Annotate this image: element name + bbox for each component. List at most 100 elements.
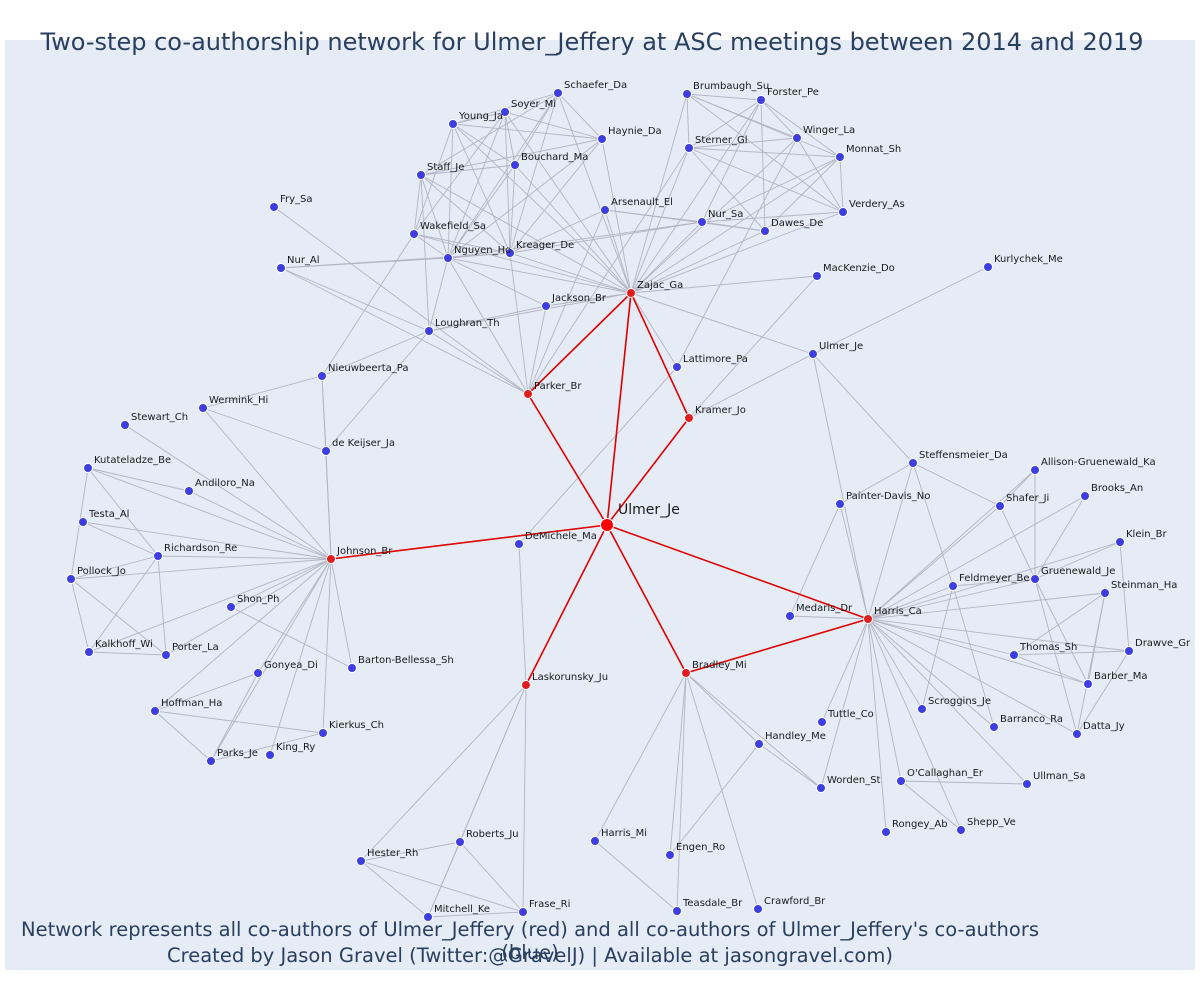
second-degree-node[interactable] (448, 119, 458, 129)
second-degree-node[interactable] (153, 551, 163, 561)
second-degree-node[interactable] (956, 825, 966, 835)
coauthor-node[interactable] (681, 668, 691, 678)
second-degree-node[interactable] (672, 362, 682, 372)
second-degree-node[interactable] (665, 850, 675, 860)
coauthor-node[interactable] (521, 680, 531, 690)
second-degree-node[interactable] (206, 756, 216, 766)
second-degree-node[interactable] (253, 668, 263, 678)
second-degree-node[interactable] (682, 89, 692, 99)
second-degree-node[interactable] (226, 602, 236, 612)
second-degree-node[interactable] (672, 906, 682, 916)
second-degree-node[interactable] (514, 539, 524, 549)
second-degree-node[interactable] (753, 904, 763, 914)
second-degree-node[interactable] (1030, 465, 1040, 475)
second-degree-node[interactable] (881, 827, 891, 837)
second-degree-node[interactable] (697, 217, 707, 227)
second-degree-node[interactable] (908, 458, 918, 468)
second-degree-node[interactable] (808, 349, 818, 359)
second-degree-node[interactable] (835, 152, 845, 162)
second-degree-node[interactable] (785, 611, 795, 621)
second-degree-node[interactable] (989, 722, 999, 732)
node-label: Barton-Bellessa_Sh (358, 655, 454, 666)
second-degree-node[interactable] (1083, 679, 1093, 689)
second-degree-node[interactable] (318, 728, 328, 738)
second-degree-node[interactable] (161, 650, 171, 660)
second-degree-node[interactable] (184, 486, 194, 496)
second-degree-node[interactable] (1022, 779, 1032, 789)
second-degree-node[interactable] (995, 501, 1005, 511)
second-degree-node[interactable] (553, 88, 563, 98)
second-degree-node[interactable] (1009, 650, 1019, 660)
second-degree-node[interactable] (597, 134, 607, 144)
second-degree-node[interactable] (835, 499, 845, 509)
second-degree-node[interactable] (948, 581, 958, 591)
second-degree-node[interactable] (541, 301, 551, 311)
second-degree-node[interactable] (265, 750, 275, 760)
second-degree-node[interactable] (150, 706, 160, 716)
second-degree-node[interactable] (424, 326, 434, 336)
second-degree-node[interactable] (409, 229, 419, 239)
second-degree-node[interactable] (66, 574, 76, 584)
second-degree-node[interactable] (816, 783, 826, 793)
second-degree-node[interactable] (317, 371, 327, 381)
second-degree-node[interactable] (83, 463, 93, 473)
second-degree-node[interactable] (84, 647, 94, 657)
second-degree-node[interactable] (817, 717, 827, 727)
second-degree-node[interactable] (1100, 588, 1110, 598)
second-degree-node[interactable] (812, 271, 822, 281)
node-label: Allison-Gruenewald_Ka (1041, 457, 1156, 468)
second-degree-node[interactable] (321, 446, 331, 456)
node-label: Lattimore_Pa (683, 354, 748, 365)
second-degree-node[interactable] (590, 836, 600, 846)
second-degree-node[interactable] (120, 420, 130, 430)
second-degree-node[interactable] (347, 663, 357, 673)
node-label: Barber_Ma (1094, 671, 1147, 682)
second-degree-node[interactable] (1072, 729, 1082, 739)
second-degree-node[interactable] (1115, 537, 1125, 547)
second-degree-node[interactable] (455, 837, 465, 847)
node-label: Painter-Davis_No (846, 491, 930, 502)
coauthor-node[interactable] (626, 288, 636, 298)
second-degree-node[interactable] (505, 248, 515, 258)
second-degree-node[interactable] (917, 704, 927, 714)
second-degree-node[interactable] (896, 776, 906, 786)
second-degree-node[interactable] (684, 143, 694, 153)
second-degree-node[interactable] (1124, 646, 1134, 656)
coauthor-node[interactable] (863, 614, 873, 624)
second-degree-node[interactable] (423, 912, 433, 922)
second-degree-node[interactable] (792, 133, 802, 143)
second-degree-node[interactable] (356, 856, 366, 866)
second-degree-node[interactable] (510, 160, 520, 170)
second-degree-node[interactable] (756, 95, 766, 105)
second-degree-node[interactable] (760, 226, 770, 236)
network-edge (867, 469, 1036, 620)
second-degree-node[interactable] (416, 170, 426, 180)
second-degree-node[interactable] (276, 263, 286, 273)
second-degree-node[interactable] (518, 907, 528, 917)
second-degree-node[interactable] (983, 262, 993, 272)
second-degree-node[interactable] (1080, 491, 1090, 501)
node-label: Fry_Sa (280, 194, 313, 205)
second-degree-node[interactable] (198, 403, 208, 413)
second-degree-node[interactable] (1030, 574, 1040, 584)
coauthor-node[interactable] (523, 389, 533, 399)
second-degree-node[interactable] (600, 205, 610, 215)
network-edge (509, 221, 703, 254)
second-degree-node[interactable] (754, 739, 764, 749)
network-edge (900, 780, 1028, 785)
second-degree-node[interactable] (838, 207, 848, 217)
coauthor-node[interactable] (326, 554, 336, 564)
second-degree-node[interactable] (269, 202, 279, 212)
node-label: Bradley_Mi (692, 660, 747, 671)
ego-node[interactable] (600, 518, 614, 532)
network-edge (630, 137, 798, 294)
network-edge (789, 503, 841, 617)
second-degree-node[interactable] (443, 253, 453, 263)
network-edge (630, 147, 690, 294)
second-degree-node[interactable] (500, 107, 510, 117)
coauthor-node[interactable] (684, 413, 694, 423)
second-degree-node[interactable] (78, 517, 88, 527)
network-edge (420, 164, 516, 176)
network-edge (867, 618, 887, 833)
node-label: Feldmeyer_Be (959, 573, 1030, 584)
